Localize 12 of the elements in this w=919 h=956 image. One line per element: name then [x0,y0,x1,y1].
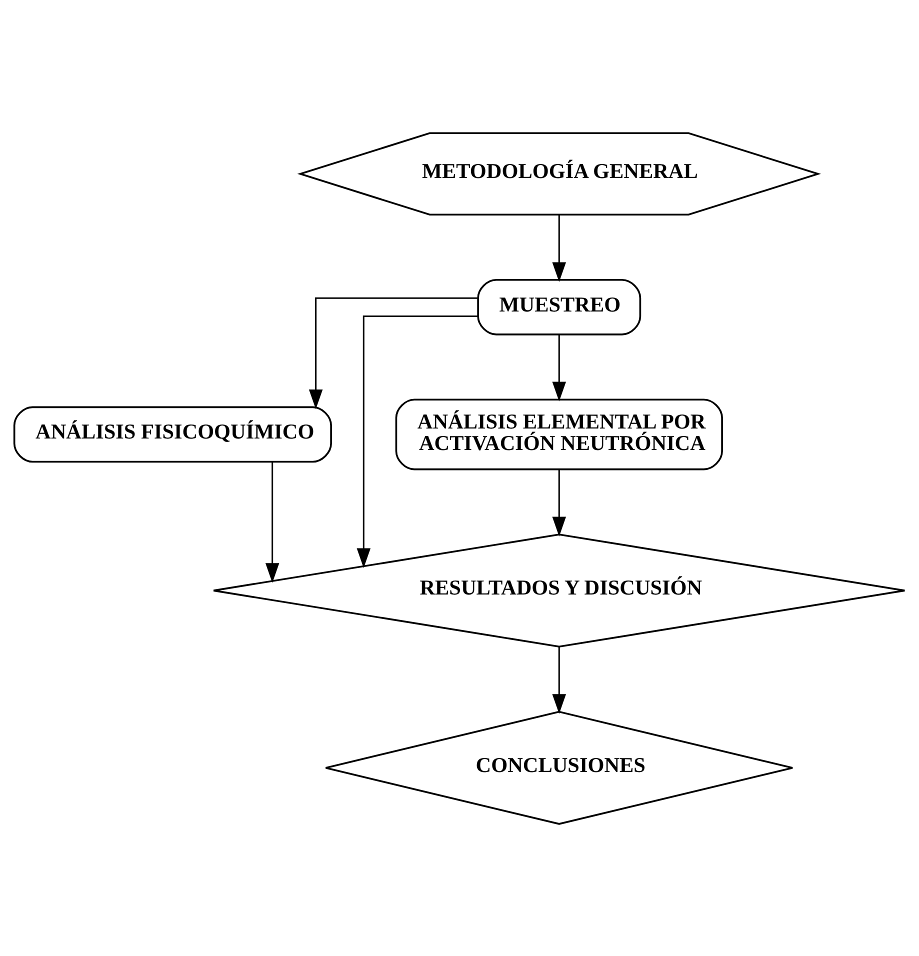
node-diamond: RESULTADOS Y DISCUSIÓN [212,533,906,648]
arrow [552,214,566,282]
node-box: ANÁLISIS ELEMENTAL POR ACTIVACIÓN NEUTRÓNICA [395,398,723,470]
node-diamond: CONCLUSIONES [324,710,794,824]
arrow [552,334,566,401]
arrow [265,462,280,582]
node-box: ANÁLISIS FISICOQUÍMICO [13,406,332,462]
node-box: MUESTREO [477,278,642,335]
arrow [552,646,566,714]
arrow [308,296,478,409]
arrow [356,315,478,568]
arrow [552,469,566,536]
